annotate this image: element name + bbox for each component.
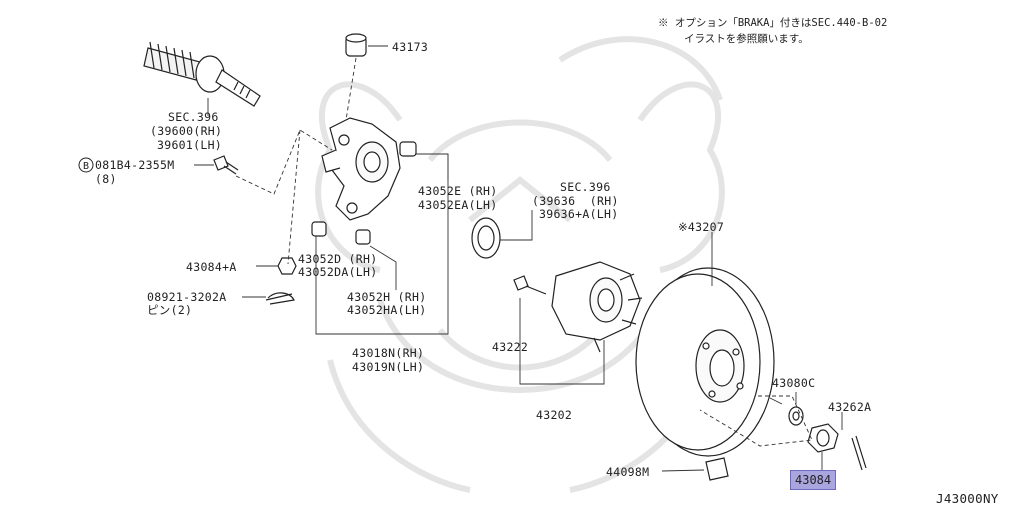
part-43080c[interactable]: 43080C [772,376,816,390]
section-ref-396-a-lh: 39601(LH) [157,138,223,152]
bushings [213,33,417,305]
part-43173[interactable]: 43173 [392,40,429,54]
diagram-code: J43000NY [936,491,999,506]
section-ref-396-b-lh: 39636+A(LH) [539,207,619,221]
part-43019n[interactable]: 43019N(LH) [352,360,425,374]
option-note-line2: イラストを参照願います。 [684,33,809,45]
part-43222[interactable]: 43222 [492,340,529,354]
part-43052ha[interactable]: 43052HA(LH) [347,303,427,317]
part-43084a[interactable]: 43084+A [186,260,237,274]
bolt-quantity: (8) [95,172,117,186]
steering-knuckle [321,117,401,221]
part-43052ea[interactable]: 43052EA(LH) [418,198,498,212]
section-ref-396-a-rh: (39600(RH) [150,124,223,138]
washer-nut-pin [705,406,867,481]
leader-lines [194,45,843,472]
bolt-symbol-icon: B [78,157,94,173]
part-43018n[interactable]: 43018N(RH) [352,346,425,360]
section-ref-396-a[interactable]: SEC.396 [168,110,219,124]
section-ref-396-b-rh: (39636 (RH) [532,194,619,208]
section-ref-396-b[interactable]: SEC.396 [560,180,611,194]
part-43262a[interactable]: 43262A [828,400,872,414]
part-pin-08921[interactable]: 08921-3202A [147,290,227,304]
brake-rotor [635,267,775,457]
part-43202[interactable]: 43202 [536,408,573,422]
hub-assembly [513,261,643,353]
option-note-line1: ※ オプション「BRAKA」付きはSEC.440-B-02 [658,17,888,29]
part-43052e[interactable]: 43052E (RH) [418,184,498,198]
drive-shaft [143,41,261,107]
part-43052h[interactable]: 43052H (RH) [347,290,427,304]
part-bolt-081b4[interactable]: 081B4-2355M [95,158,175,172]
svg-text:B: B [83,161,89,172]
part-43052d[interactable]: 43052D (RH) [298,252,378,266]
part-43052da[interactable]: 43052DA(LH) [298,265,378,279]
part-44098m[interactable]: 44098M [606,465,650,479]
oil-seal [471,217,501,259]
part-43084-highlighted[interactable]: 43084 [790,470,837,490]
pin-quantity: ピン(2) [147,303,193,317]
part-43207[interactable]: ※43207 [678,220,725,234]
